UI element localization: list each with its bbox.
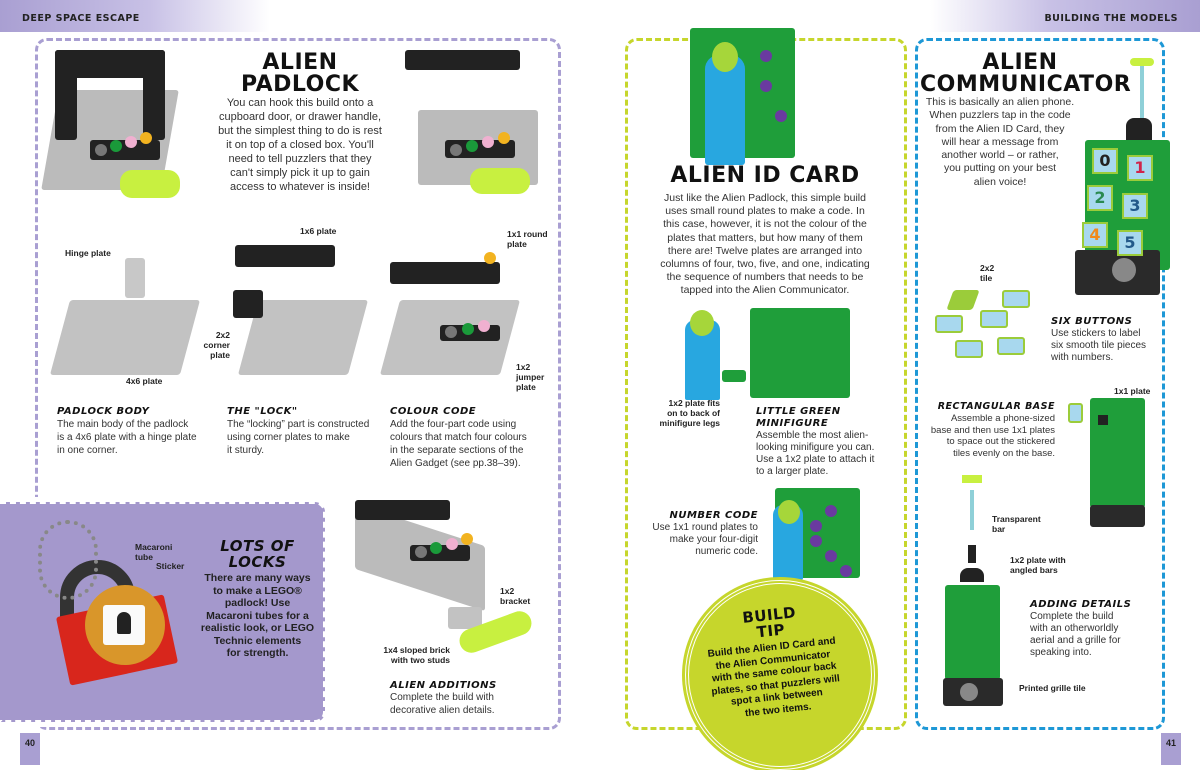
key-5: 5 bbox=[1117, 230, 1143, 256]
step-colour-code-text: Add the four-part code using colours tha… bbox=[390, 419, 527, 469]
alien-additions-text: Complete the build with decorative alien… bbox=[390, 692, 495, 716]
label-macaroni-tube: Macaroni tube bbox=[135, 542, 173, 562]
running-header-left: DEEP SPACE ESCAPE bbox=[0, 0, 600, 32]
lots-of-locks-title: LOTS OF LOCKS bbox=[220, 537, 295, 571]
page-number-right: 41 bbox=[1161, 733, 1181, 765]
key-1: 1 bbox=[1127, 155, 1153, 181]
id-card-title: ALIEN ID CARD bbox=[670, 163, 860, 188]
label-2x2-tile: 2x2 tile bbox=[980, 263, 995, 283]
six-buttons-text: Use stickers to label six smooth tile pi… bbox=[1051, 328, 1147, 363]
alien-additions-title: ALIEN ADDITIONS bbox=[390, 680, 497, 691]
padlock-title: ALIEN PADLOCK bbox=[240, 50, 360, 97]
step-padlock-body-title: PADLOCK BODY bbox=[57, 406, 150, 417]
minifigure-text: Assemble the most alien- looking minifig… bbox=[756, 430, 875, 477]
number-code-text: Use 1x1 round plates to make your four-d… bbox=[652, 522, 758, 557]
build-tip-text: Build the Alien ID Card and the Alien Co… bbox=[707, 635, 841, 719]
label-round-plate: 1x1 round plate bbox=[507, 229, 548, 249]
lots-of-locks-text: There are many ways to make a LEGO® padl… bbox=[200, 572, 315, 659]
label-1x2-plate: 1x2 plate fits on to back of minifigure … bbox=[659, 398, 720, 428]
rectangular-base-text: Assemble a phone-sized base and then use… bbox=[930, 413, 1055, 459]
minifigure-title: LITTLE GREEN MINIFIGURE bbox=[756, 406, 841, 429]
id-card-intro: Just like the Alien Padlock, this simple… bbox=[660, 192, 870, 297]
communicator-panel bbox=[915, 38, 1165, 730]
step-padlock-body-text: The main body of the padlock is a 4x6 pl… bbox=[57, 419, 197, 456]
padlock-panel bbox=[35, 38, 561, 730]
label-transparent-bar: Transparent bar bbox=[992, 514, 1041, 534]
label-hinge-plate: Hinge plate bbox=[65, 248, 111, 258]
key-3: 3 bbox=[1122, 193, 1148, 219]
adding-details-text: Complete the build with an otherworldly … bbox=[1030, 611, 1121, 658]
running-header-right: BUILDING THE MODELS bbox=[600, 0, 1200, 32]
communicator-intro: This is basically an alien phone. When p… bbox=[925, 96, 1075, 188]
label-corner-plate: 2x2 corner plate bbox=[203, 330, 230, 360]
adding-details-title: ADDING DETAILS bbox=[1030, 599, 1132, 610]
label-angled-bars: 1x2 plate with angled bars bbox=[1010, 555, 1066, 575]
label-bracket: 1x2 bracket bbox=[500, 586, 531, 606]
build-tip-circle bbox=[685, 580, 875, 770]
step-lock-text: The “locking” part is constructed using … bbox=[227, 419, 370, 456]
page-number-left: 40 bbox=[20, 733, 40, 765]
keyhole-icon bbox=[117, 612, 131, 634]
label-grille-tile: Printed grille tile bbox=[1019, 683, 1086, 693]
key-4: 4 bbox=[1082, 222, 1108, 248]
key-2: 2 bbox=[1087, 185, 1113, 211]
label-jumper-plate: 1x2 jumper plate bbox=[516, 362, 545, 392]
label-sticker: Sticker bbox=[156, 561, 185, 571]
grille-icon bbox=[1112, 258, 1136, 282]
six-buttons-title: SIX BUTTONS bbox=[1051, 316, 1133, 327]
step-lock-title: THE "LOCK" bbox=[227, 406, 298, 417]
label-sloped-brick: 1x4 sloped brick with two studs bbox=[383, 645, 450, 665]
label-1x6-plate: 1x6 plate bbox=[300, 226, 337, 236]
step-colour-code-title: COLOUR CODE bbox=[390, 406, 477, 417]
label-1x1-plate: 1x1 plate bbox=[1114, 386, 1151, 396]
label-4x6-plate: 4x6 plate bbox=[126, 376, 163, 386]
padlock-intro: You can hook this build onto a cupboard … bbox=[218, 97, 382, 193]
rectangular-base-title: RECTANGULAR BASE bbox=[937, 401, 1055, 412]
number-code-title: NUMBER CODE bbox=[669, 510, 758, 521]
communicator-title: ALIEN COMMUNICATOR bbox=[920, 50, 1132, 97]
key-0: 0 bbox=[1092, 148, 1118, 174]
